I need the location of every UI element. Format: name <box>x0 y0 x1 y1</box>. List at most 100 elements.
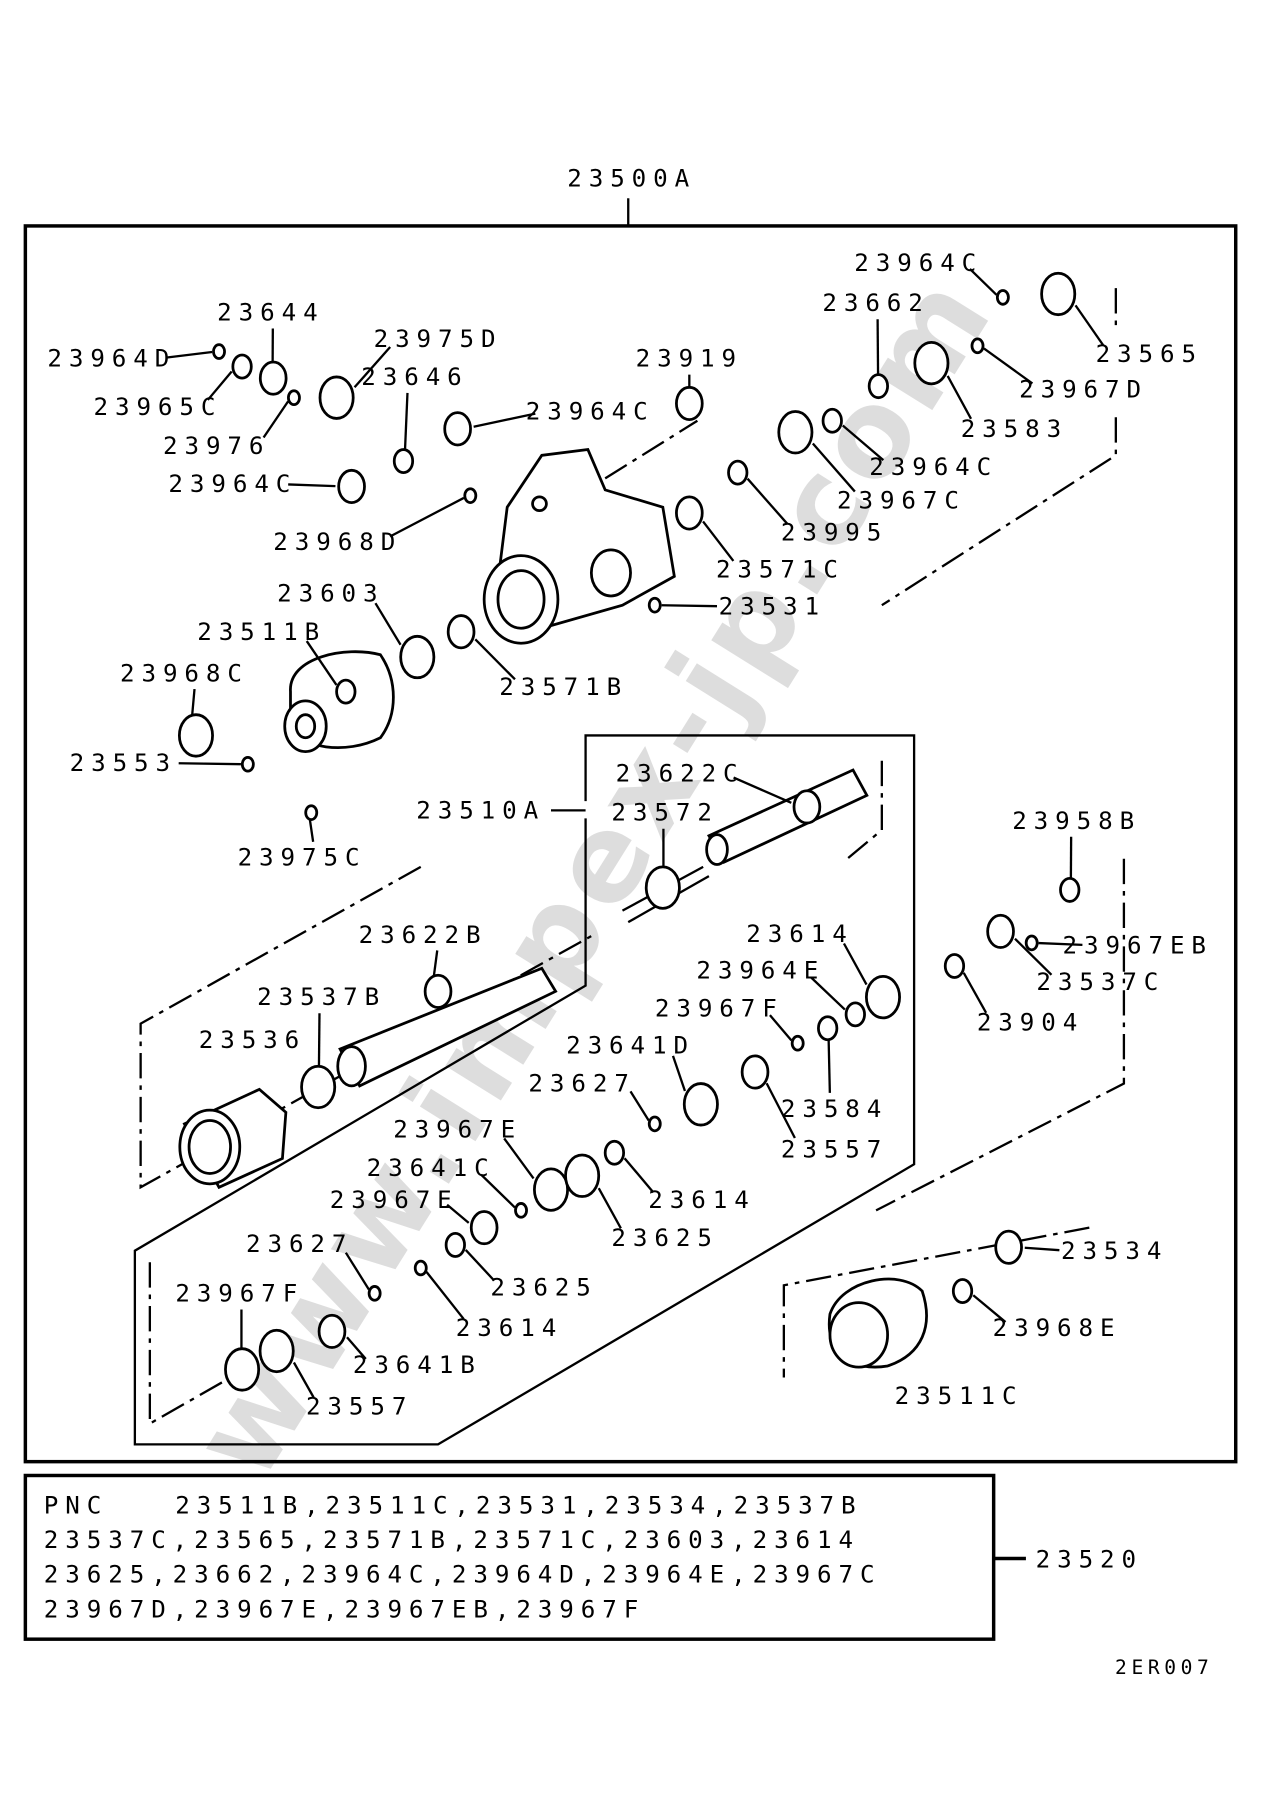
part-label-23968c[interactable]: 23968C <box>120 659 249 687</box>
part-23644[interactable] <box>258 360 288 396</box>
part-label-23565[interactable]: 23565 <box>1096 340 1203 368</box>
part-label-23967f[interactable]: 23967F <box>175 1279 304 1307</box>
part-23537b[interactable] <box>300 1064 337 1110</box>
part-23625[interactable] <box>564 1153 601 1198</box>
part-23627[interactable] <box>367 1285 382 1302</box>
part-label-23537b[interactable]: 23537B <box>257 983 386 1011</box>
part-label-23965c[interactable]: 23965C <box>93 393 222 421</box>
part-23625[interactable] <box>444 1232 466 1258</box>
part-label-23571b[interactable]: 23571B <box>499 673 628 701</box>
part-label-23641d[interactable]: 23641D <box>566 1032 695 1060</box>
part-23571b[interactable] <box>446 614 476 650</box>
part-23622c[interactable] <box>792 789 822 825</box>
spool-23622B[interactable] <box>336 966 558 1088</box>
part-23534[interactable] <box>994 1229 1023 1265</box>
part-label-23553[interactable]: 23553 <box>70 749 177 777</box>
part-23964c[interactable] <box>337 468 366 504</box>
part-23975c[interactable] <box>304 804 319 821</box>
part-label-23964c[interactable]: 23964C <box>168 470 297 498</box>
part-23511b[interactable] <box>335 678 357 705</box>
part-23967f[interactable] <box>790 1034 805 1052</box>
steering-gear-housing[interactable] <box>482 448 676 645</box>
part-label-23976[interactable]: 23976 <box>163 432 270 460</box>
boot-23511B[interactable] <box>283 650 395 753</box>
part-label-23511c[interactable]: 23511C <box>895 1382 1024 1410</box>
part-23965c[interactable] <box>231 353 253 380</box>
part-23557[interactable] <box>258 1328 295 1374</box>
part-label-23510a[interactable]: 23510A <box>416 796 545 824</box>
part-label-23967c[interactable]: 23967C <box>837 486 966 514</box>
part-label-23975c[interactable]: 23975C <box>238 844 367 872</box>
part-label-23964c[interactable]: 23964C <box>854 249 983 277</box>
part-23571c[interactable] <box>675 495 704 531</box>
part-23531[interactable] <box>647 596 662 614</box>
part-label-23614[interactable]: 23614 <box>456 1314 563 1342</box>
part-label-23571c[interactable]: 23571C <box>716 556 845 584</box>
part-23614[interactable] <box>603 1139 626 1166</box>
part-label-23968d[interactable]: 23968D <box>273 528 402 556</box>
part-label-23603[interactable]: 23603 <box>277 580 384 608</box>
part-label-23537c[interactable]: 23537C <box>1036 968 1165 996</box>
part-label-23534[interactable]: 23534 <box>1061 1237 1168 1265</box>
part-23964c[interactable] <box>443 411 472 447</box>
part-23614[interactable] <box>865 974 901 1020</box>
part-23964c[interactable] <box>821 407 843 434</box>
part-23967c[interactable] <box>777 410 814 455</box>
part-23968e[interactable] <box>951 1278 974 1304</box>
part-label-23646[interactable]: 23646 <box>361 363 468 391</box>
part-23583[interactable] <box>913 340 950 386</box>
part-label-23958b[interactable]: 23958B <box>1012 807 1141 835</box>
part-23553[interactable] <box>240 755 255 773</box>
part-23662[interactable] <box>867 373 889 400</box>
part-label-23641b[interactable]: 23641B <box>353 1351 482 1379</box>
part-label-23644[interactable]: 23644 <box>217 298 324 326</box>
part-label-23557[interactable]: 23557 <box>781 1135 888 1163</box>
part-23964c[interactable] <box>995 289 1010 306</box>
part-label-23967f[interactable]: 23967F <box>655 995 784 1023</box>
part-23646[interactable] <box>392 448 415 475</box>
part-label-23995[interactable]: 23995 <box>781 519 888 547</box>
part-label-23622b[interactable]: 23622B <box>359 921 488 949</box>
part-label-23964c[interactable]: 23964C <box>869 453 998 481</box>
part-label-23572[interactable]: 23572 <box>611 799 718 827</box>
part-label-23583[interactable]: 23583 <box>961 415 1068 443</box>
part-label-23614[interactable]: 23614 <box>648 1186 755 1214</box>
part-23904[interactable] <box>943 953 966 979</box>
cylinder-23536[interactable] <box>178 1087 288 1190</box>
part-label-23584[interactable]: 23584 <box>781 1095 888 1123</box>
part-23967d[interactable] <box>970 337 985 355</box>
part-23995[interactable] <box>727 459 749 486</box>
part-label-23968e[interactable]: 23968E <box>993 1314 1122 1342</box>
part-23641c[interactable] <box>514 1202 528 1219</box>
part-23641b[interactable] <box>317 1313 347 1349</box>
part-23557[interactable] <box>740 1054 770 1090</box>
part-23919[interactable] <box>675 385 704 421</box>
part-label-23967e[interactable]: 23967E <box>393 1116 522 1144</box>
part-label-23904[interactable]: 23904 <box>977 1009 1084 1037</box>
boot-23511C[interactable] <box>827 1277 928 1369</box>
part-label-23641c[interactable]: 23641C <box>367 1154 496 1182</box>
part-23603[interactable] <box>399 634 436 680</box>
part-label-23964e[interactable]: 23964E <box>696 957 825 985</box>
part-23976[interactable] <box>287 389 301 406</box>
part-23967e[interactable] <box>469 1210 499 1246</box>
part-label-23919[interactable]: 23919 <box>636 345 743 373</box>
part-23565[interactable] <box>1040 271 1077 317</box>
part-label-23536[interactable]: 23536 <box>199 1026 306 1054</box>
part-23627[interactable] <box>647 1115 662 1133</box>
part-label-23625[interactable]: 23625 <box>611 1224 718 1252</box>
part-label-23511b[interactable]: 23511B <box>197 618 326 646</box>
part-label-23531[interactable]: 23531 <box>719 592 826 620</box>
part-23958b[interactable] <box>1059 876 1081 903</box>
assembly-label[interactable]: 23500A <box>567 165 696 193</box>
part-label-23964d[interactable]: 23964D <box>47 345 176 373</box>
kit-label[interactable]: 23520 <box>1036 1546 1143 1574</box>
part-label-23967eb[interactable]: 23967EB <box>1063 931 1213 959</box>
part-23641d[interactable] <box>682 1082 719 1127</box>
part-label-23622c[interactable]: 23622C <box>616 760 745 788</box>
part-23968c[interactable] <box>177 713 214 758</box>
part-label-23627[interactable]: 23627 <box>246 1230 353 1258</box>
part-23537c[interactable] <box>986 913 1015 949</box>
part-23967e[interactable] <box>533 1167 569 1212</box>
part-label-23964c[interactable]: 23964C <box>526 398 655 426</box>
